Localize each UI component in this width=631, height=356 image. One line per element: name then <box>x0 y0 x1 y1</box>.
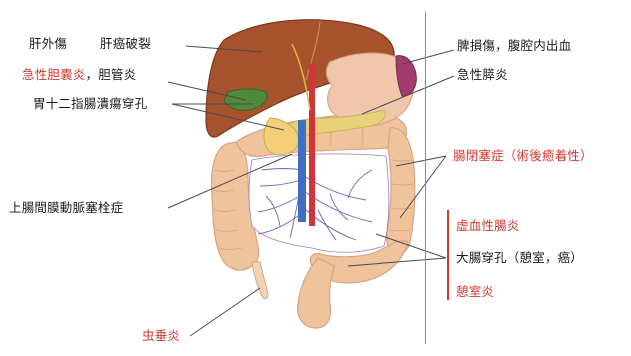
label-cholecystitis-cholangitis: 急性胆嚢炎，胆管炎 <box>22 67 136 83</box>
label-cholangitis: 胆管炎 <box>98 67 136 82</box>
label-acute-pancreatitis: 急性膵炎 <box>457 67 508 83</box>
appendix <box>252 262 268 299</box>
divider-line <box>425 12 426 344</box>
colon-bracket <box>447 210 449 300</box>
label-splenic-rupture: 脾損傷，腹腔内出血 <box>457 38 571 54</box>
label-separator: ， <box>86 67 99 82</box>
rectum <box>298 258 334 328</box>
label-diverticulitis: 憩室炎 <box>456 284 494 300</box>
label-acute-cholecystitis: 急性胆嚢炎 <box>22 67 86 82</box>
label-ischemic-colitis: 虚血性腸炎 <box>456 218 520 234</box>
label-liver-abscess: 肝外傷 <box>29 36 67 52</box>
label-colon-perforation: 大腸穿孔（憩室，癌） <box>456 250 583 266</box>
descending-colon <box>387 128 415 254</box>
label-sma-thrombosis: 上腸間膜動脈塞栓症 <box>9 200 123 216</box>
label-appendicitis: 虫垂炎 <box>142 328 180 344</box>
label-liver-rupture: 肝癌破裂 <box>100 36 151 52</box>
label-duodenal-ulcer-perforation: 胃十二指腸潰瘍穿孔 <box>33 96 147 112</box>
label-ileus: 腸閉塞症（術後癒着性） <box>453 148 593 164</box>
